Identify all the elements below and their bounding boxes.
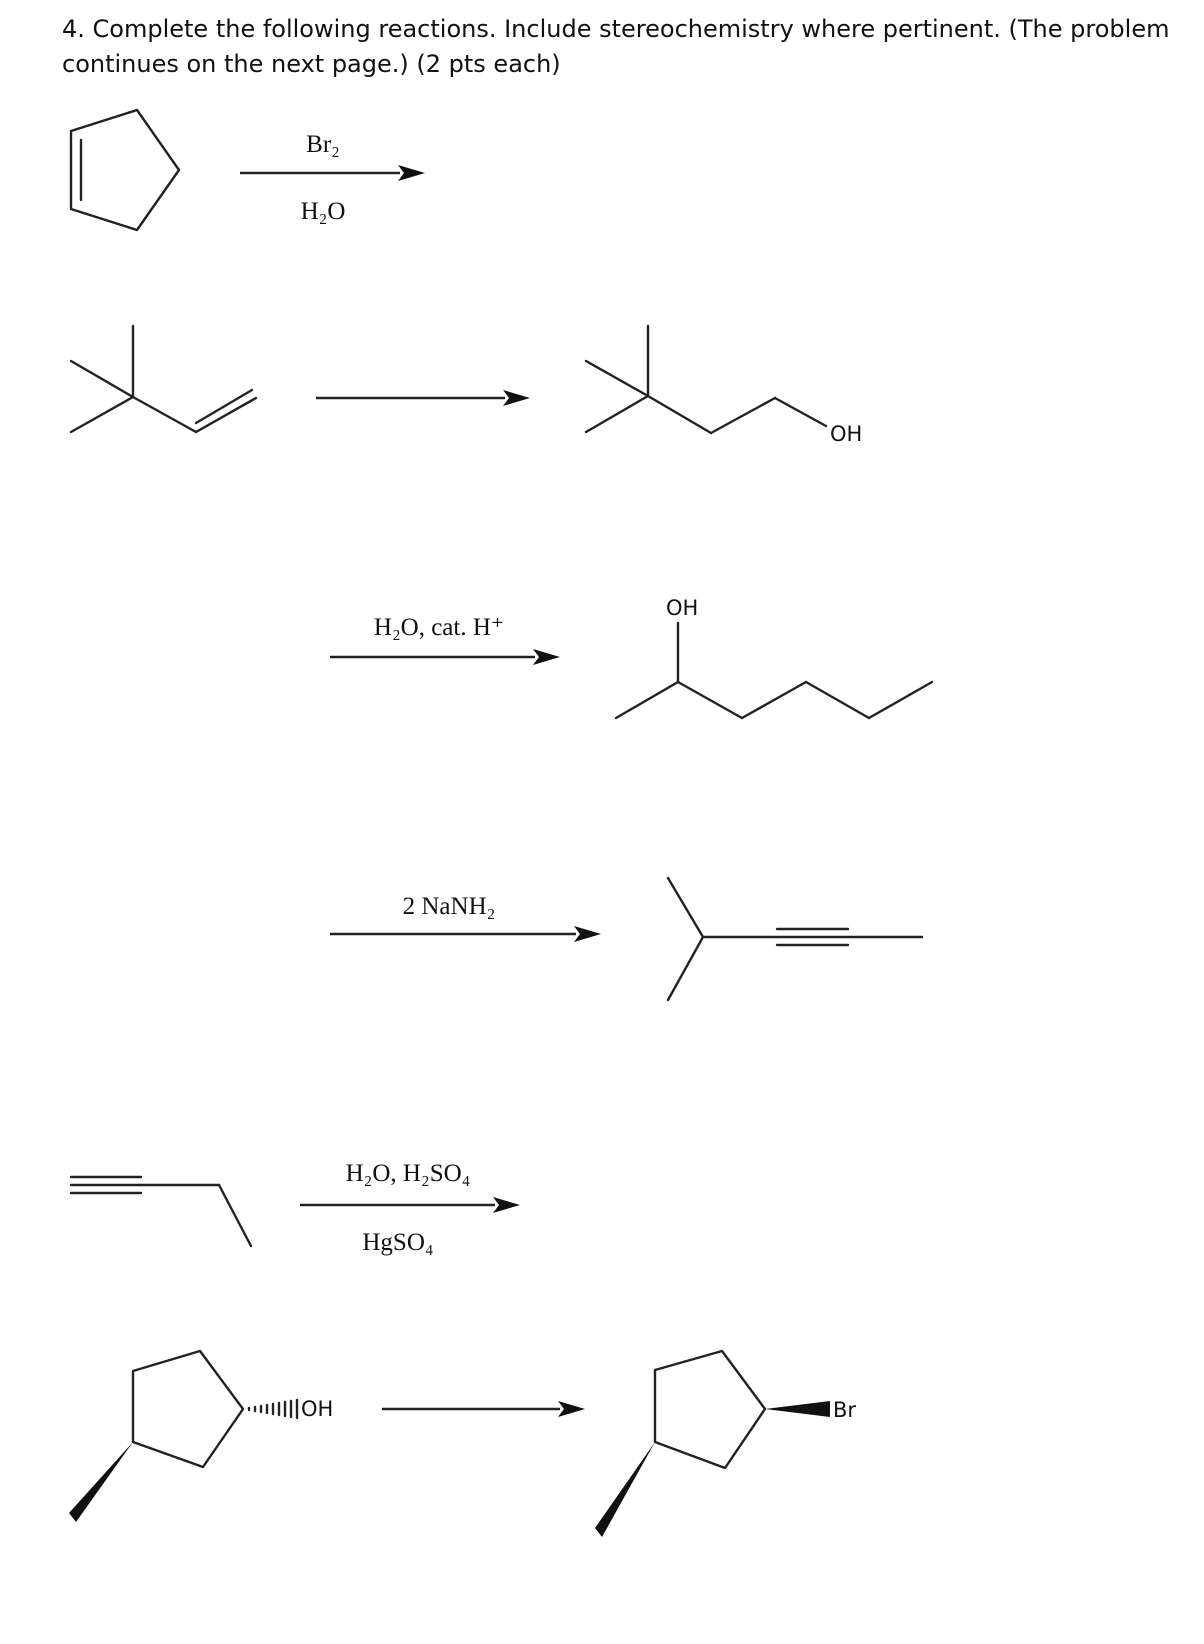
reagent-below: H₂O: [301, 198, 346, 225]
reaction-4: 2 NaNH₂: [330, 876, 924, 1002]
wedge-bond: [765, 1401, 830, 1417]
wedge-bond: [595, 1442, 655, 1537]
reaction-arrow: [330, 926, 601, 942]
hydroxyl-label: OH: [666, 596, 698, 620]
terminal-alkyne-structure: [69, 1175, 253, 1248]
question-text: 4. Complete the following reactions. Inc…: [62, 12, 1182, 82]
reaction-arrow: [316, 390, 530, 406]
starting-alkene-structure: [69, 324, 258, 434]
reaction-arrow: [240, 165, 425, 181]
wedge-bond: [69, 1442, 133, 1522]
reagent-above: H₂O, cat. H⁺: [374, 614, 504, 641]
product-alcohol-structure: OH: [584, 324, 862, 446]
hydroxyl-label: OH: [830, 422, 862, 446]
cyclopentene-structure: [69, 108, 181, 232]
reaction-arrow: [300, 1197, 520, 1213]
question-line-2: continues on the next page.) (2 pts each…: [62, 50, 561, 78]
reaction-arrow: [330, 649, 560, 665]
reagent-above: Br₂: [306, 131, 340, 158]
reagent-above: H₂O, H₂SO₄: [346, 1160, 471, 1187]
reagent-above: 2 NaNH₂: [403, 893, 496, 920]
starting-cyclopentanol-structure: OH: [69, 1349, 333, 1522]
question-line-1: 4. Complete the following reactions. Inc…: [62, 15, 1170, 43]
hashed-wedge-bond: [247, 1398, 299, 1420]
product-tertiary-alcohol-structure: OH: [614, 596, 934, 720]
reaction-arrow: [382, 1401, 585, 1417]
product-alkyne-structure: [666, 876, 924, 1002]
bromine-label: Br: [833, 1398, 856, 1422]
product-bromide-structure: Br: [595, 1349, 856, 1537]
reaction-3: H₂O, cat. H⁺ OH: [330, 596, 934, 720]
reaction-1: Br₂ H₂O: [69, 108, 425, 232]
hydroxyl-label: OH: [301, 1397, 333, 1421]
reaction-6: OH Br: [69, 1349, 856, 1537]
reagent-below: HgSO₄: [362, 1229, 433, 1256]
reaction-2: OH: [69, 324, 862, 446]
reaction-5: H₂O, H₂SO₄ HgSO₄: [69, 1160, 520, 1256]
